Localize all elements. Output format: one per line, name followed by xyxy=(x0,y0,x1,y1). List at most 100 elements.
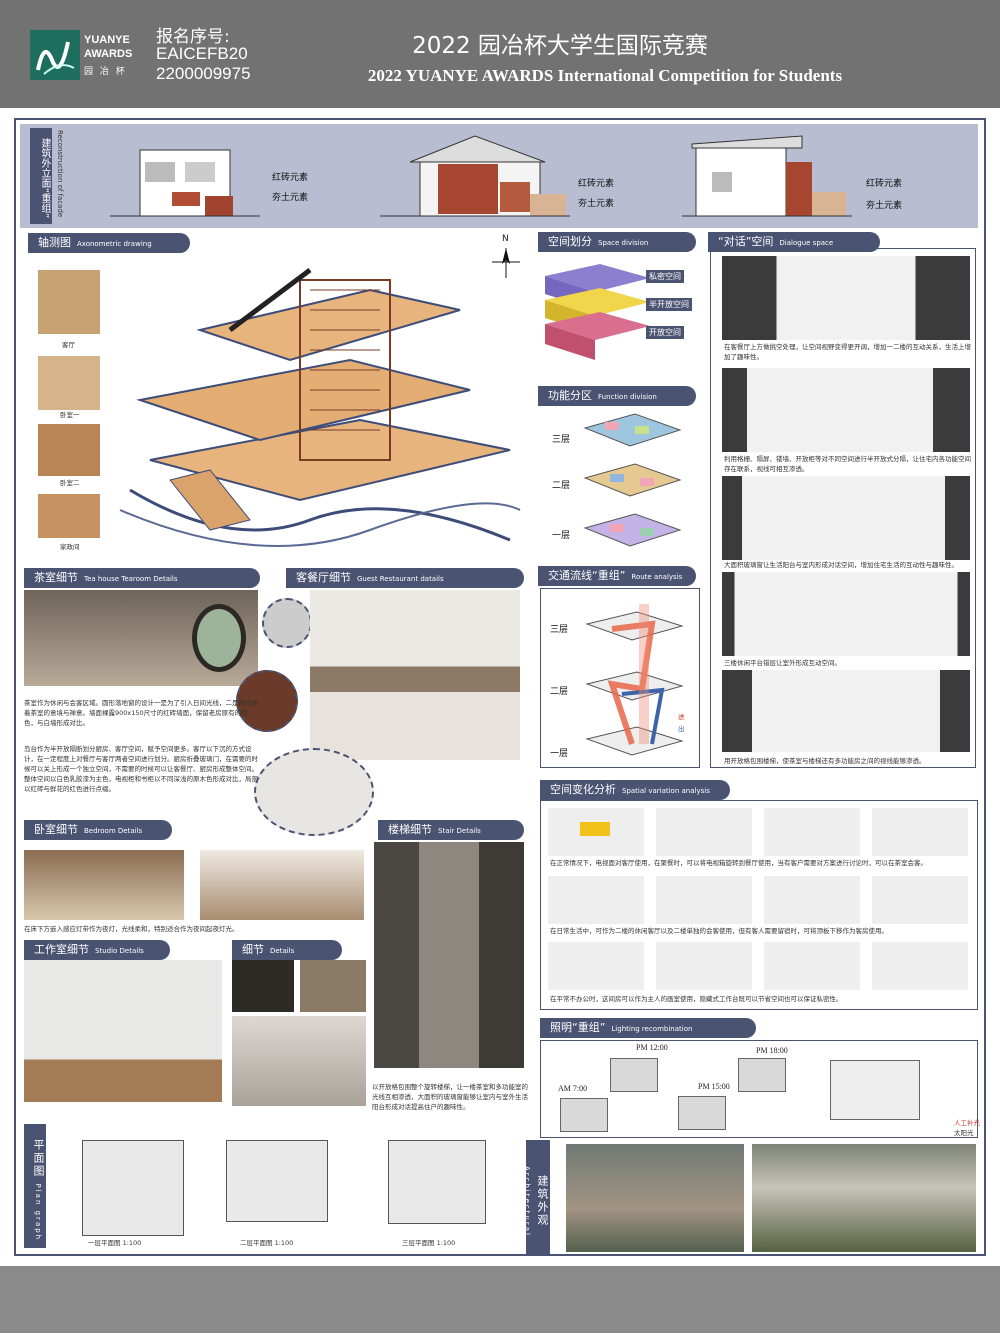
section-title-en: Route analysis xyxy=(631,573,683,581)
section-title-cn: 空间变化分析 xyxy=(550,783,616,796)
section-studio: 工作室细节 Studio Details xyxy=(24,940,170,960)
section-title-cn: 空间划分 xyxy=(548,235,592,248)
route-panel xyxy=(540,588,700,768)
appearance-photo-2 xyxy=(752,1144,976,1252)
spatial-caption-1: 在正常情况下，电视面对客厅使用，在聚餐时，可以将电视箱旋转到餐厅使用，当有客户需… xyxy=(550,859,927,867)
header-bar xyxy=(0,0,1000,108)
reg-label: 报名序号: xyxy=(156,27,230,47)
detail-photo-3 xyxy=(232,1016,366,1106)
dialogue-image-3 xyxy=(722,476,970,560)
route-legend-in: 进 xyxy=(678,713,685,721)
section-guest: 客餐厅细节 Guest Restaurant datails xyxy=(286,568,524,588)
axon-room-label-2: 卧室一 xyxy=(60,411,80,419)
elevation-2-drawing xyxy=(380,135,570,217)
logo-mark-icon xyxy=(30,30,80,80)
section-title-en: Space division xyxy=(598,239,649,247)
axon-room-thumb-2 xyxy=(38,356,100,410)
plan-floor-2 xyxy=(226,1140,328,1222)
facade-title: 建筑外立面“重组” xyxy=(30,128,52,224)
section-title-cn: 客餐厅细节 xyxy=(296,571,351,584)
section-title-en: Axonometric drawing xyxy=(77,240,152,248)
plan-floor-3 xyxy=(388,1140,486,1224)
section-title-en: Plan graph xyxy=(34,1183,42,1242)
section-lighting: 照明“重组”Lighting recombination xyxy=(540,1018,756,1038)
reg-number: 2200009975 xyxy=(156,64,251,83)
dialogue-panel xyxy=(710,248,976,768)
stair-photo xyxy=(374,842,524,1068)
section-appearance: 建筑外观 Architectural appearance xyxy=(510,1140,550,1254)
section-axonometric: 轴测图 Axonometric drawing xyxy=(28,233,190,253)
elevation-3-drawing xyxy=(682,135,852,217)
lighting-legend-2: 太阳光 xyxy=(954,1129,974,1137)
axon-room-label-4: 家政间 xyxy=(60,543,80,551)
axon-room-thumb-4 xyxy=(38,494,100,538)
function-floor-2: 二层 xyxy=(552,481,571,491)
section-title-cn: 功能分区 xyxy=(548,389,592,402)
section-title-en: Stair Details xyxy=(438,827,481,835)
space-label-open: 开放空间 xyxy=(646,326,684,339)
facade-earth-label-2: 夯土元素 xyxy=(578,199,615,209)
section-title-cn: 工作室细节 xyxy=(34,943,89,956)
wall-detail-circle xyxy=(262,598,312,648)
space-division-illustration xyxy=(545,264,650,360)
section-title-en: Studio Details xyxy=(95,947,144,955)
dialogue-image-5 xyxy=(722,670,970,752)
function-floor-3: 三层 xyxy=(552,435,571,445)
space-division-diagram xyxy=(540,256,700,366)
reg-code: EAICEFB20 xyxy=(156,44,248,63)
section-title-en: Tea house Tearoom Details xyxy=(84,575,178,583)
axonometric-drawing xyxy=(110,250,530,560)
logo-line2: AWARDS xyxy=(84,48,133,60)
plan-label-2: 二层平面图 1:100 xyxy=(240,1239,294,1247)
dialogue-caption-3: 大面积玻璃窗让生活阳台与室内形成对话空间，增加住宅生活的互动性与趣味性。 xyxy=(724,561,958,569)
dialogue-caption-5: 用开放格包围楼梯，使茶室与楼梯还有多功能房之间的视线能够渗透。 xyxy=(724,757,926,765)
spatial-row-3 xyxy=(548,942,970,990)
logo-line3: 园 冶 杯 xyxy=(84,67,127,77)
lighting-time-3: AM 7:00 xyxy=(558,1084,588,1093)
route-floor-3: 三层 xyxy=(550,625,569,635)
bedroom-photo-1 xyxy=(24,850,184,920)
dialogue-image-1 xyxy=(722,256,970,340)
spatial-caption-3: 在平常不办公时，这间房可以作为主人的画室使用，隐藏式工作台既可以节省空间也可以保… xyxy=(550,995,843,1003)
axon-room-label-3: 卧室二 xyxy=(60,479,80,487)
title-en: 2022 YUANYE AWARDS International Competi… xyxy=(367,66,843,85)
lighting-model-3 xyxy=(560,1098,608,1132)
elevation-2 xyxy=(380,132,570,220)
axon-room-thumb-3 xyxy=(38,424,100,476)
dialogue-image-2 xyxy=(722,368,970,452)
facade-brick-label-1: 红砖元素 xyxy=(272,173,309,183)
lighting-time-4: PM 15:00 xyxy=(698,1082,730,1091)
route-legend-out: 出 xyxy=(678,725,685,733)
section-tea: 茶室细节 Tea house Tearoom Details xyxy=(24,568,260,588)
facade-earth-label-3: 夯土元素 xyxy=(866,201,903,211)
section-title-cn: 建筑外观 xyxy=(536,1175,549,1227)
section-title-cn: 卧室细节 xyxy=(34,823,78,836)
footer-bar xyxy=(0,1266,1000,1333)
lighting-model-4 xyxy=(678,1096,726,1130)
studio-photo xyxy=(24,960,222,1102)
section-title-cn: 轴测图 xyxy=(38,236,71,249)
north-label: N xyxy=(502,234,509,244)
elevation-1-drawing xyxy=(110,149,260,217)
route-illustration xyxy=(585,604,684,756)
section-plan: 平面图 Plan graph xyxy=(24,1124,46,1248)
lighting-section-model xyxy=(830,1060,920,1120)
function-diagram xyxy=(580,408,690,558)
dining-detail-circle xyxy=(254,748,374,836)
plan-label-1: 一层平面图 1:100 xyxy=(88,1239,142,1247)
route-floor-2: 二层 xyxy=(550,687,569,697)
dialogue-image-4 xyxy=(722,572,970,656)
spatial-accent-1 xyxy=(580,822,610,836)
dialogue-caption-4: 三楼休闲平台错层让室外形成互动空间。 xyxy=(724,659,841,667)
facade-title-en: Reconstruction of facade xyxy=(56,130,64,218)
stair-caption: 以开放格包围整个旋转楼梯，让一楼茶室和多功能室的光线互相渗透，大面积的玻璃窗能够… xyxy=(372,1083,528,1111)
section-title-en: Guest Restaurant datails xyxy=(357,575,444,583)
section-space-division: 空间划分 Space division xyxy=(538,232,696,252)
section-title-en: Function division xyxy=(598,393,657,401)
guest-room-photo xyxy=(310,590,520,760)
section-title-cn: 茶室细节 xyxy=(34,571,78,584)
detail-photo-1 xyxy=(232,960,294,1012)
